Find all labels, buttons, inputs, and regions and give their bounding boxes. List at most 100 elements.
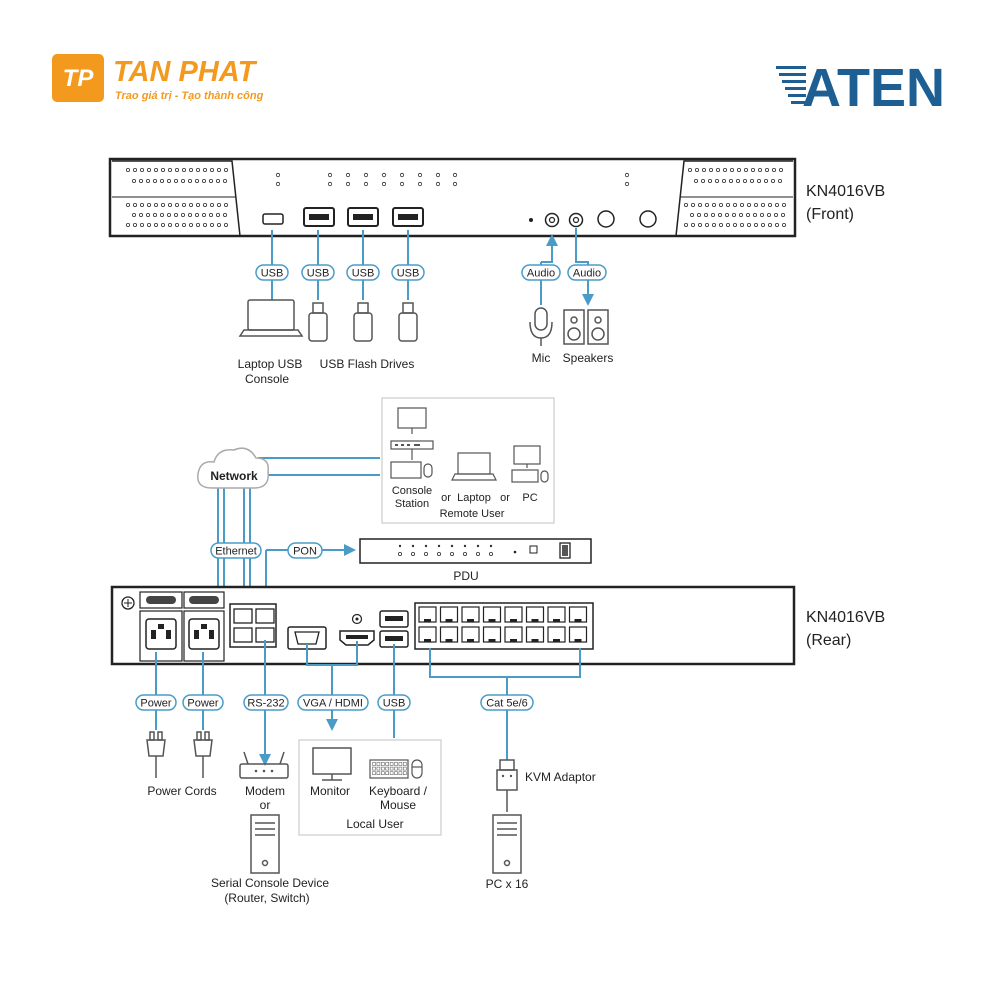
- mic-jack-icon: [544, 212, 560, 228]
- speaker-audio-pill: Audio: [567, 264, 607, 281]
- keyboard-mouse-icon: [369, 759, 423, 779]
- rear-view-label: (Rear): [806, 632, 851, 649]
- serial-console-device-icon: [250, 814, 280, 874]
- mic-icon: [529, 307, 553, 346]
- front-usb-pill: USB: [255, 264, 289, 281]
- network-cloud-icon: Network: [197, 447, 269, 489]
- tanphat-mark-text: TP: [63, 65, 95, 92]
- rear-model-label: KN4016VB: [806, 609, 885, 626]
- remote-laptop-icon: [451, 452, 497, 481]
- remote-pc-icon: [511, 445, 549, 483]
- cat-cable-pill: Cat 5e/6: [480, 694, 534, 711]
- laptop-icon: [238, 299, 304, 337]
- vga-hdmi-pill: VGA / HDMI: [297, 694, 369, 711]
- rear-unit: [110, 585, 796, 666]
- kvm-adaptor-icon: [496, 759, 518, 812]
- power-cord-plug-icon: [193, 731, 213, 778]
- speaker-jack-icon: [568, 212, 584, 228]
- remote-user-label: Remote User: [440, 508, 505, 520]
- console-station-icon: [390, 407, 434, 479]
- svg-text:Audio: Audio: [573, 268, 601, 280]
- aten-speed-lines-icon: [776, 66, 806, 104]
- front-button-icon: [639, 210, 657, 228]
- svg-text:RS-232: RS-232: [247, 698, 284, 710]
- svg-text:USB: USB: [352, 268, 375, 280]
- monitor-icon: [312, 747, 352, 781]
- speakers-caption: Speakers: [563, 351, 614, 365]
- keyboard-caption-2: Mouse: [380, 798, 416, 812]
- front-unit: [108, 157, 797, 238]
- pdu-unit: [359, 538, 592, 564]
- flash-drives-caption: USB Flash Drives: [320, 357, 415, 371]
- svg-text:USB: USB: [261, 268, 284, 280]
- svg-text:USB: USB: [397, 268, 420, 280]
- power-cords-caption: Power Cords: [147, 784, 216, 798]
- svg-text:USB: USB: [383, 698, 406, 710]
- keyboard-caption-1: Keyboard /: [369, 784, 428, 798]
- keyboard-keys: [372, 762, 407, 776]
- svg-text:Audio: Audio: [527, 268, 555, 280]
- kvm-adaptor-caption: KVM Adaptor: [525, 770, 596, 784]
- pdu-outlet-dots: [397, 544, 493, 557]
- svg-text:PON: PON: [293, 546, 317, 558]
- front-usb-pill: USB: [346, 264, 380, 281]
- modem-caption: Modem: [245, 784, 285, 798]
- aten-logo: ATEN: [776, 58, 945, 118]
- tanphat-mark-icon: [52, 54, 104, 102]
- serial-device-caption-2: (Router, Switch): [224, 891, 309, 905]
- hdmi-port-icon: [339, 613, 375, 646]
- power-pill: Power: [182, 694, 224, 711]
- speakers-icon: [563, 309, 609, 345]
- console-station-label-2: Station: [395, 498, 429, 510]
- serial-device-caption-1: Serial Console Device: [211, 876, 329, 890]
- svg-text:USB: USB: [307, 268, 330, 280]
- remote-user-box: [381, 397, 555, 524]
- svg-text:VGA / HDMI: VGA / HDMI: [303, 698, 363, 710]
- network-label: Network: [210, 469, 258, 483]
- monitor-caption: Monitor: [310, 784, 350, 798]
- tanphat-name: TAN PHAT: [113, 56, 258, 88]
- local-user-box: [298, 739, 442, 836]
- pon-pill: PON: [287, 542, 323, 559]
- svg-text:Power: Power: [187, 698, 219, 710]
- front-usb-pill: USB: [301, 264, 335, 281]
- aten-wordmark: ATEN: [802, 58, 945, 118]
- remote-laptop-label: Laptop: [457, 492, 491, 504]
- console-station-label-1: Console: [392, 485, 432, 497]
- modem-icon: [239, 751, 289, 779]
- or-label: or: [500, 492, 510, 504]
- laptop-caption-line2: Console: [245, 372, 289, 386]
- tanphat-logo: TP TAN PHAT Trao giá trị - Tạo thành côn…: [52, 54, 264, 102]
- power-pill: Power: [135, 694, 177, 711]
- front-button-icon: [597, 210, 615, 228]
- pdu-label: PDU: [453, 569, 478, 583]
- svg-text:Ethernet: Ethernet: [215, 546, 257, 558]
- pc-tower-icon: [492, 814, 522, 874]
- mic-audio-pill: Audio: [521, 264, 561, 281]
- power-inlet-1: [139, 591, 183, 662]
- rear-chassis: [110, 585, 796, 666]
- or-label: or: [441, 492, 451, 504]
- console-station-dots: [395, 444, 420, 446]
- svg-text:Power: Power: [140, 698, 172, 710]
- mic-caption: Mic: [532, 351, 551, 365]
- front-model-label: KN4016VB: [806, 183, 885, 200]
- kvm-port-block: [414, 602, 594, 650]
- svg-text:Cat 5e/6: Cat 5e/6: [486, 698, 528, 710]
- front-led-dots: [275, 172, 630, 187]
- rs232-pill: RS-232: [243, 694, 289, 711]
- laptop-caption-line1: Laptop USB: [238, 357, 303, 371]
- pdu-switch-icon: [559, 542, 571, 559]
- ground-screw-icon: [121, 596, 135, 610]
- tanphat-tagline: Trao giá trị - Tạo thành công: [115, 90, 264, 102]
- front-usb-pill: USB: [391, 264, 425, 281]
- rear-connection-lines: [155, 640, 581, 766]
- ethernet-pill: Ethernet: [210, 542, 262, 559]
- front-vent-dots: [126, 167, 787, 227]
- usb-flash-drive-icon: [308, 302, 418, 342]
- remote-pc-label: PC: [522, 492, 537, 504]
- front-usb-ports: [303, 207, 424, 227]
- modem-or-caption: or: [260, 798, 271, 812]
- rear-usb-pill: USB: [377, 694, 411, 711]
